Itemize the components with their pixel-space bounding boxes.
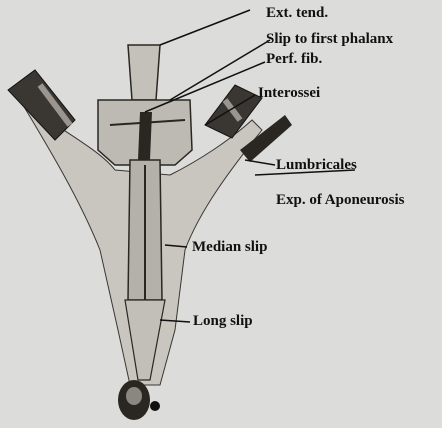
label-exp-of-aponeurosis: Exp. of Aponeurosis [276, 193, 405, 208]
label-long-slip: Long slip [193, 314, 253, 329]
perforating-fibres [138, 112, 152, 160]
label-slip-to-first-phalanx: Slip to first phalanx [266, 32, 393, 47]
label-interossei: Interossei [258, 86, 320, 101]
label-median-slip: Median slip [192, 240, 267, 255]
label-perf-fib: Perf. fib. [266, 52, 322, 67]
extensor-tendon [128, 45, 160, 100]
label-lumbricales: Lumbricales [276, 158, 357, 173]
label-ext-tend: Ext. tend. [266, 6, 328, 21]
